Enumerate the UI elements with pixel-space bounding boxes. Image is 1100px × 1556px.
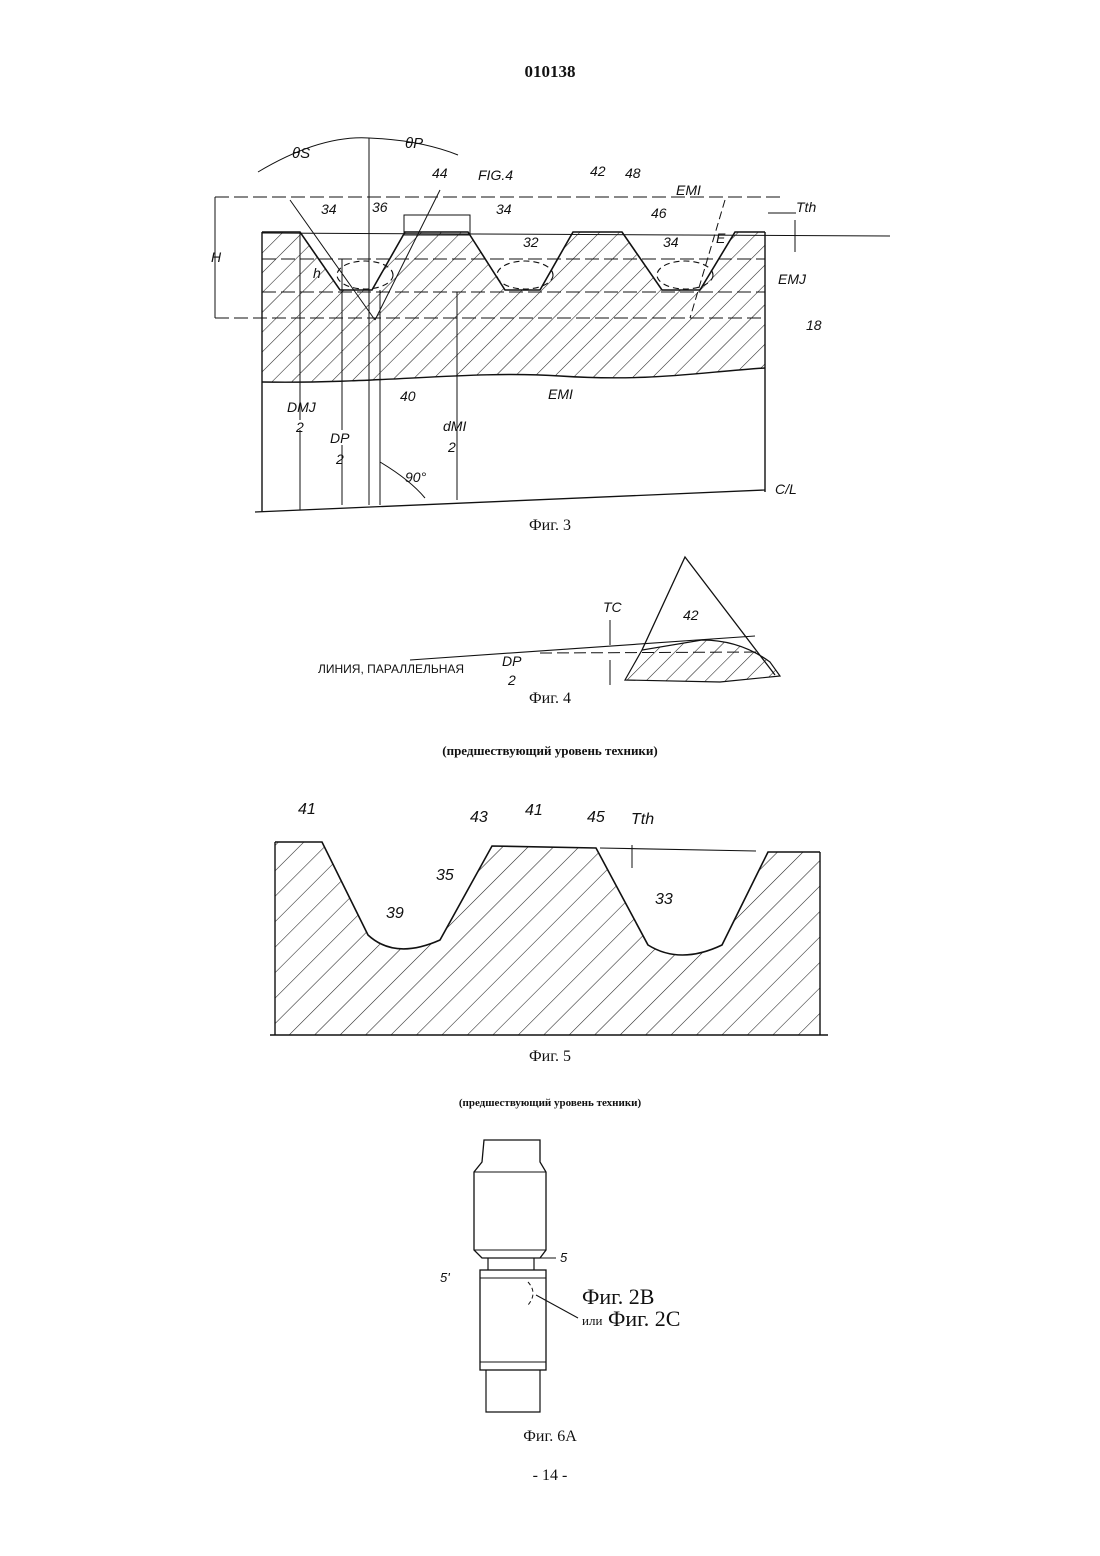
figure-6a-caption: Фиг. 6А [0, 1428, 1100, 1446]
fig6a-ref-fig2c: Фиг. 2С [608, 1306, 680, 1332]
page-number: - 14 - [0, 1467, 1100, 1485]
fig6a-ref-or: или [582, 1313, 602, 1329]
fig6a-label-5prime: 5' [440, 1270, 450, 1285]
figure-6a-pipe-joint: 5 5' [0, 0, 1100, 1430]
fig6a-label-5: 5 [560, 1250, 568, 1265]
